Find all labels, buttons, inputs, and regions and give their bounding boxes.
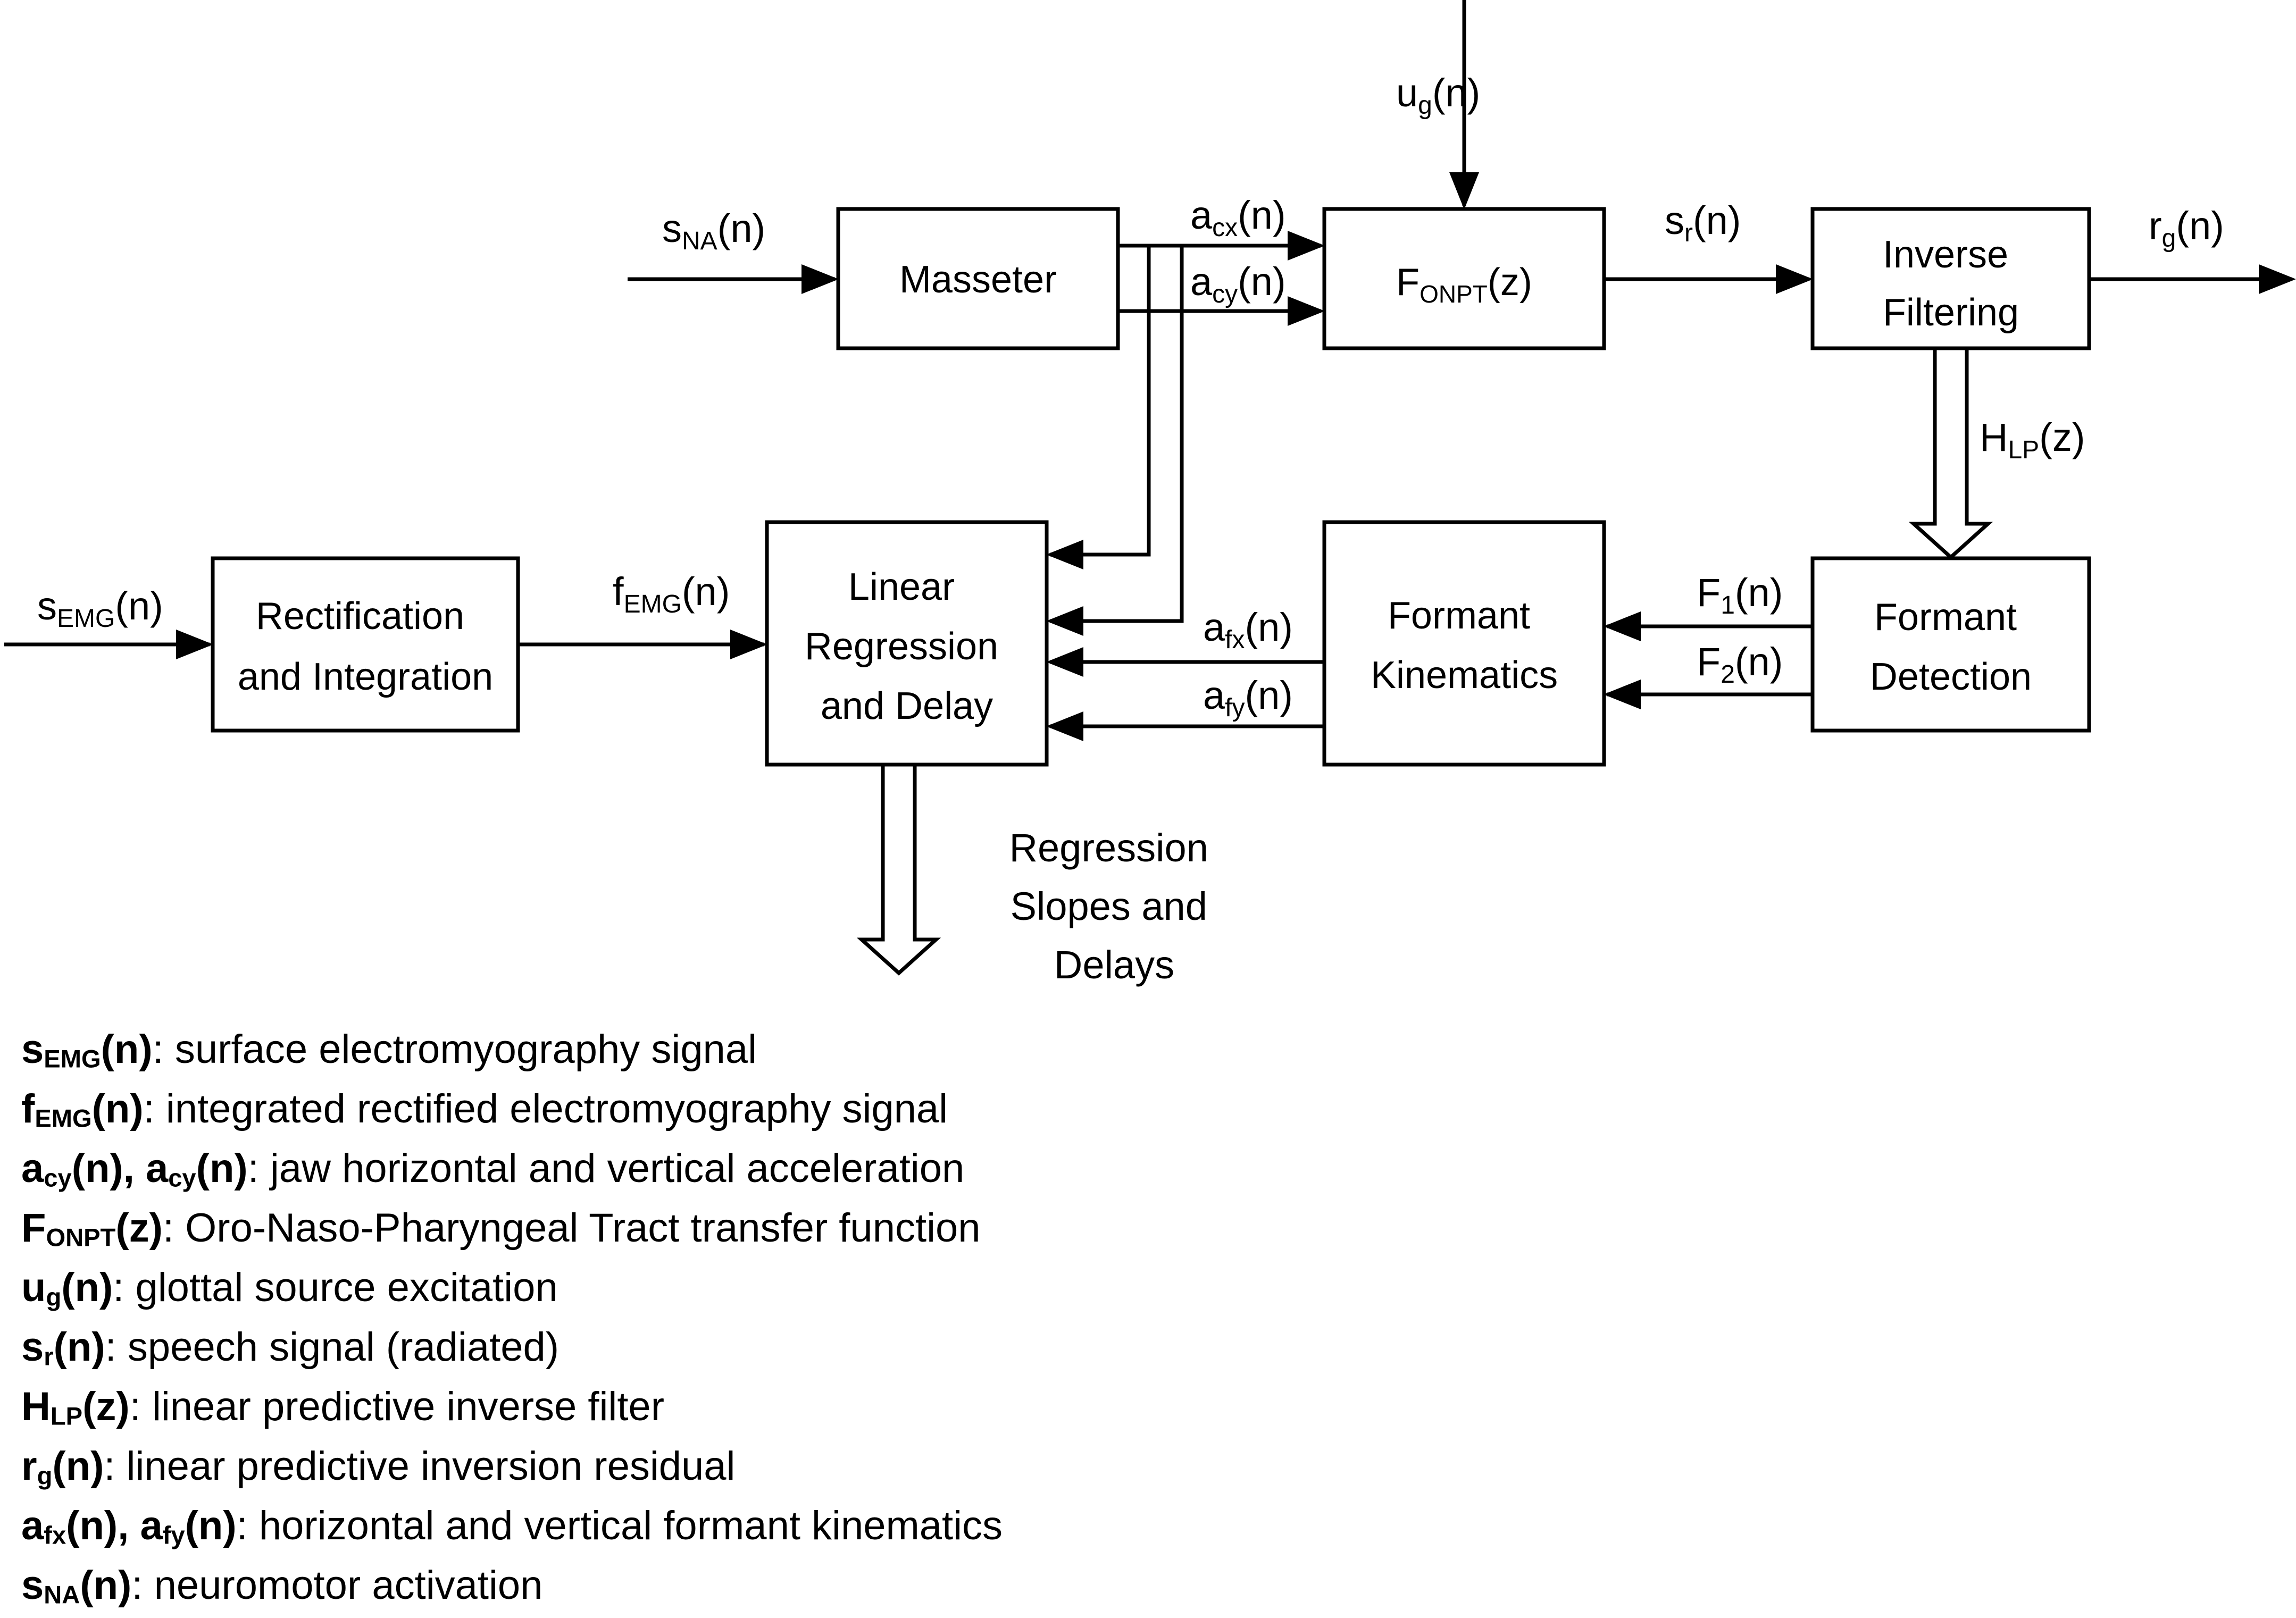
legend-symbol: afx(n), afy(n) <box>21 1503 237 1548</box>
legend-item: HLP(z): linear predictive inverse filter <box>21 1377 2255 1437</box>
legend-symbol-subscript: g <box>37 1461 53 1490</box>
legend-description: : Oro-Naso-Pharyngeal Tract transfer fun… <box>162 1205 981 1251</box>
legend-item: sEMG(n): surface electromyography signal <box>21 1020 2255 1079</box>
legend-symbol-subscript: g <box>46 1282 62 1311</box>
legend-symbol-text: (n), a <box>71 1146 169 1191</box>
sna-label: sNA(n) <box>662 206 765 255</box>
legend-symbol: ug(n) <box>21 1265 113 1310</box>
afx-label: afx(n) <box>1203 605 1293 654</box>
masseter-label: Masseter <box>899 258 1057 301</box>
legend-description: : speech signal (radiated) <box>105 1324 560 1370</box>
legend-symbol-text: (n) <box>80 1563 132 1608</box>
legend-symbol-text: (z) <box>115 1205 163 1251</box>
legend-item: FONPT(z): Oro-Naso-Pharyngeal Tract tran… <box>21 1198 2255 1258</box>
linear-regression-block <box>765 520 1049 767</box>
legend-symbol-subscript: cy <box>168 1163 196 1192</box>
acy-branch-arrow <box>1046 246 1184 636</box>
ug-label: ug(n) <box>1396 71 1480 120</box>
linear-regression-label: Linear Regression and Delay <box>805 566 1009 727</box>
legend-symbol-text: r <box>21 1444 37 1489</box>
legend-description: : integrated rectified electromyography … <box>143 1086 948 1131</box>
rg-label: rg(n) <box>2149 204 2224 253</box>
legend-symbol: fEMG(n) <box>21 1086 144 1131</box>
masseter-block <box>836 207 1120 350</box>
legend-item: afx(n), afy(n): horizontal and vertical … <box>21 1496 2255 1556</box>
legend-symbol-text: f <box>21 1086 35 1131</box>
legend-symbol-subscript: ONPT <box>46 1223 116 1252</box>
legend-symbol-text: (n) <box>101 1027 153 1072</box>
legend-symbol-text: (n) <box>61 1265 113 1310</box>
formant-kinematics-label: Formant Kinematics <box>1371 594 1558 697</box>
legend-symbol-text: s <box>21 1027 44 1072</box>
legend-symbol-text: (n) <box>185 1503 237 1548</box>
legend-symbol: acy(n), acy(n) <box>21 1146 248 1191</box>
legend-item: acy(n), acy(n): jaw horizontal and verti… <box>21 1139 2255 1198</box>
legend-symbol-text: s <box>21 1324 44 1370</box>
legend-symbol-text: a <box>21 1503 44 1548</box>
f2-label: F2(n) <box>1697 640 1783 689</box>
semg-label: sEMG(n) <box>37 584 163 633</box>
legend-symbol-text: (n) <box>91 1086 144 1131</box>
legend-symbol-text: (n) <box>53 1324 105 1370</box>
legend-item: ug(n): glottal source excitation <box>21 1258 2255 1318</box>
legend-symbol-text: F <box>21 1205 46 1251</box>
legend-item: fEMG(n): integrated rectified electromyo… <box>21 1079 2255 1139</box>
acy-label: acy(n) <box>1190 259 1286 308</box>
formant-detection-label: Formant Detection <box>1870 596 2032 698</box>
legend-description: : jaw horizontal and vertical accelerati… <box>247 1146 965 1191</box>
legend-symbol-subscript: r <box>44 1342 54 1371</box>
acx-branch-arrow <box>1046 246 1151 569</box>
legend-symbol: rg(n) <box>21 1444 104 1489</box>
legend-symbol-text: (n) <box>196 1146 248 1191</box>
legend-item: sr(n): speech signal (radiated) <box>21 1318 2255 1377</box>
regression-output-hollow-arrow <box>856 762 941 976</box>
formant-detection-block <box>1810 556 2091 733</box>
legend-description: : surface electromyography signal <box>152 1027 757 1072</box>
legend-symbol-subscript: cy <box>44 1163 72 1192</box>
sr-label: sr(n) <box>1665 198 1741 247</box>
legend-symbol-text: H <box>21 1384 51 1429</box>
legend-symbol-text: a <box>21 1146 44 1191</box>
legend-description: : neuromotor activation <box>131 1563 543 1608</box>
legend-symbol: sEMG(n) <box>21 1027 153 1072</box>
legend-description: : glottal source excitation <box>113 1265 558 1310</box>
legend-symbol: HLP(z) <box>21 1384 130 1429</box>
legend-symbol: sNA(n) <box>21 1563 131 1608</box>
legend-symbol-subscript: fx <box>44 1521 66 1549</box>
fonpt-block-label: FONPT(z) <box>1396 261 1532 308</box>
legend-symbol-text: s <box>21 1563 44 1608</box>
rectification-integration-block <box>211 556 520 733</box>
afy-label: afy(n) <box>1203 673 1293 722</box>
acx-label: acx(n) <box>1190 193 1286 242</box>
hlp-label: HLP(z) <box>1980 415 2085 464</box>
legend-item: sNA(n): neuromotor activation <box>21 1556 2255 1615</box>
legend-symbol-subscript: EMG <box>35 1104 92 1133</box>
legend-symbol-subscript: fy <box>162 1521 185 1549</box>
block-diagram: Masseter FONPT(z) Inverse Filtering Rect… <box>4 0 2296 987</box>
hlp-hollow-arrow <box>1908 346 1993 560</box>
legend-symbol: FONPT(z) <box>21 1205 163 1251</box>
legend-symbol-subscript: NA <box>44 1580 80 1609</box>
legend: sEMG(n): surface electromyography signal… <box>21 1020 2255 1615</box>
fonpt-block <box>1322 207 1606 350</box>
legend-symbol-text: u <box>21 1265 46 1310</box>
rectification-integration-label: Rectification and Integration <box>238 595 493 698</box>
legend-symbol-text: (n), a <box>66 1503 163 1548</box>
inverse-filtering-label: Inverse Filtering <box>1883 233 2019 334</box>
femg-label: fEMG(n) <box>613 569 730 618</box>
legend-symbol-text: (n) <box>52 1444 104 1489</box>
formant-kinematics-block <box>1322 520 1606 767</box>
legend-symbol-text: (z) <box>82 1384 130 1429</box>
f1-label: F1(n) <box>1697 571 1783 619</box>
legend-symbol-subscript: EMG <box>44 1044 101 1073</box>
legend-description: : linear predictive inversion residual <box>104 1444 736 1489</box>
legend-symbol: sr(n) <box>21 1324 105 1370</box>
legend-symbol-subscript: LP <box>50 1402 83 1430</box>
legend-item: rg(n): linear predictive inversion resid… <box>21 1437 2255 1496</box>
legend-description: : horizontal and vertical formant kinema… <box>236 1503 1003 1548</box>
regression-output-label: Regression Slopes and Delays <box>1009 826 1220 987</box>
legend-description: : linear predictive inverse filter <box>129 1384 665 1429</box>
